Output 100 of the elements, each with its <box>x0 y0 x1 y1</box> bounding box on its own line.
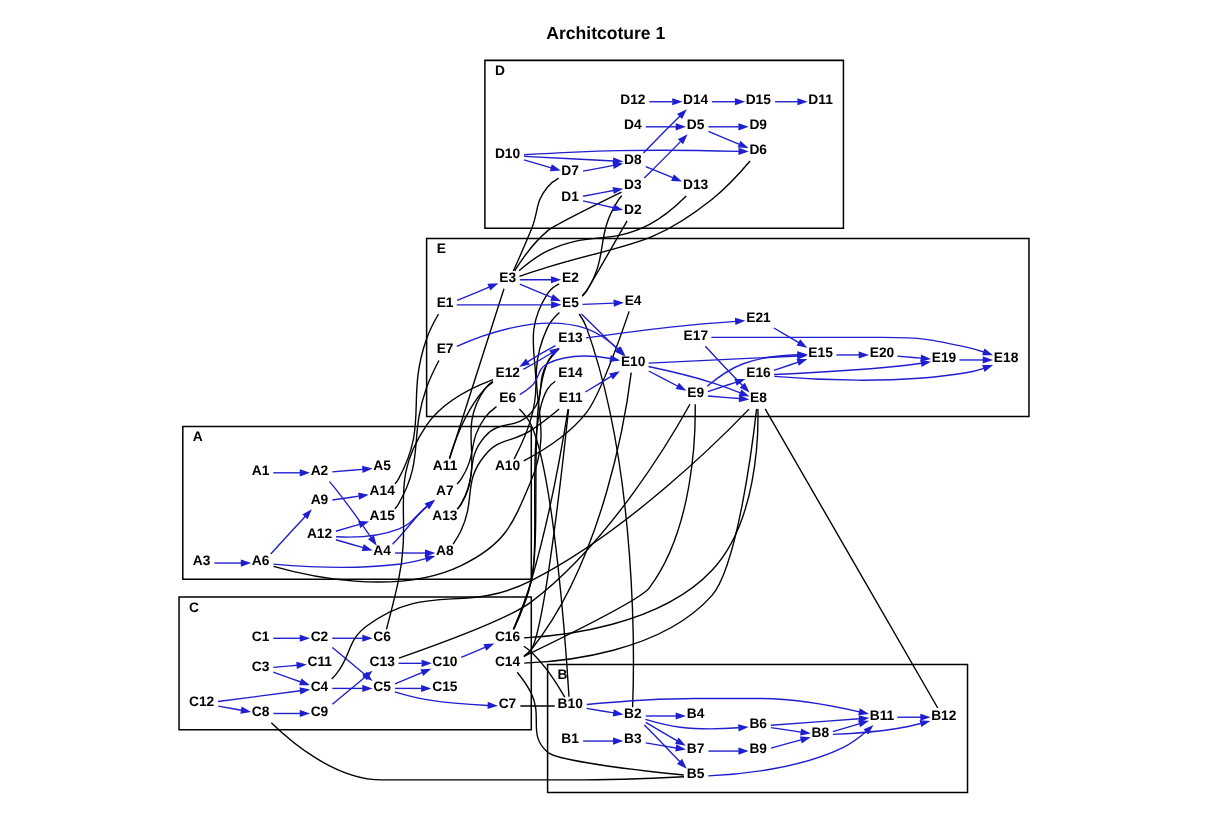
arrow <box>644 165 681 182</box>
arrow <box>706 130 748 149</box>
arrow <box>647 98 682 106</box>
arrow <box>584 707 623 717</box>
arrow <box>271 634 310 642</box>
arrow <box>271 661 306 669</box>
arrow <box>271 469 310 477</box>
arrow <box>769 726 810 736</box>
diagram-title: Architcoture 1 <box>545 23 665 44</box>
arrow <box>330 634 372 642</box>
arrow <box>216 705 251 714</box>
connector <box>763 408 938 709</box>
arrow <box>271 709 310 718</box>
connector <box>397 403 690 659</box>
connector <box>580 195 622 297</box>
connector <box>455 380 493 510</box>
arrow <box>271 555 435 568</box>
arrow <box>330 465 372 473</box>
arrow <box>393 691 497 710</box>
arrow <box>706 747 748 755</box>
connector <box>515 671 684 776</box>
arrow <box>831 720 868 733</box>
arrow <box>644 721 685 746</box>
arrow <box>585 697 869 716</box>
arrow <box>895 354 931 362</box>
arrow <box>455 283 498 302</box>
arrow <box>393 549 435 557</box>
arrow <box>522 155 623 165</box>
arrow <box>769 715 869 726</box>
arrow <box>772 365 993 381</box>
arrow <box>455 301 561 309</box>
arrow <box>393 668 431 685</box>
arrow <box>831 720 930 736</box>
arrow <box>644 742 685 752</box>
arrow <box>709 336 993 356</box>
arrow <box>212 559 251 567</box>
arrow <box>459 643 494 658</box>
connector <box>517 408 569 698</box>
arrow <box>583 371 619 393</box>
arrow <box>581 187 623 197</box>
arrow <box>334 539 372 551</box>
arrow <box>216 687 310 703</box>
arrow <box>581 161 623 172</box>
connector <box>451 408 559 545</box>
arrow <box>581 200 623 212</box>
connector <box>577 313 633 708</box>
arrow <box>271 671 309 686</box>
connector <box>517 160 750 278</box>
connector <box>269 722 684 781</box>
connector <box>447 288 504 460</box>
connector <box>517 195 686 272</box>
connector <box>455 405 497 485</box>
arrow <box>330 492 368 501</box>
connector <box>512 191 622 272</box>
arrow <box>641 109 686 154</box>
connector <box>518 705 555 707</box>
arrow <box>334 520 369 532</box>
connector <box>512 348 558 630</box>
arrow <box>706 725 873 777</box>
arrow <box>330 684 372 692</box>
connector <box>447 381 493 460</box>
arrow <box>642 134 687 179</box>
connector <box>271 311 560 583</box>
arrow <box>772 359 931 376</box>
arrow <box>772 358 807 372</box>
connector <box>522 645 565 698</box>
connector <box>384 378 493 630</box>
arrow <box>643 718 748 732</box>
connector <box>522 403 695 657</box>
connector <box>455 348 559 510</box>
connector <box>522 408 569 658</box>
connector <box>393 313 439 485</box>
arrow <box>269 509 311 555</box>
arrow <box>644 123 685 131</box>
arrow <box>580 299 623 307</box>
arrow <box>834 351 868 359</box>
connector <box>580 220 627 297</box>
arrow <box>642 724 686 769</box>
arrow <box>522 147 748 156</box>
arrow <box>518 283 561 302</box>
arrow <box>646 370 686 391</box>
arrow <box>706 123 748 131</box>
arrow <box>644 712 685 720</box>
connector <box>512 283 559 460</box>
arrow <box>396 659 431 667</box>
arrow <box>710 98 745 106</box>
arrow <box>518 276 561 284</box>
arrow <box>581 737 623 745</box>
connector <box>511 408 568 631</box>
connector <box>511 177 559 272</box>
connector <box>522 372 631 657</box>
arrow <box>518 354 620 396</box>
arrow <box>327 480 376 546</box>
arrow <box>773 98 807 106</box>
arrow <box>393 684 431 692</box>
arrow <box>957 356 993 364</box>
connector <box>512 380 556 630</box>
connector <box>522 310 629 462</box>
arrow <box>769 736 810 749</box>
arrow <box>522 159 560 172</box>
